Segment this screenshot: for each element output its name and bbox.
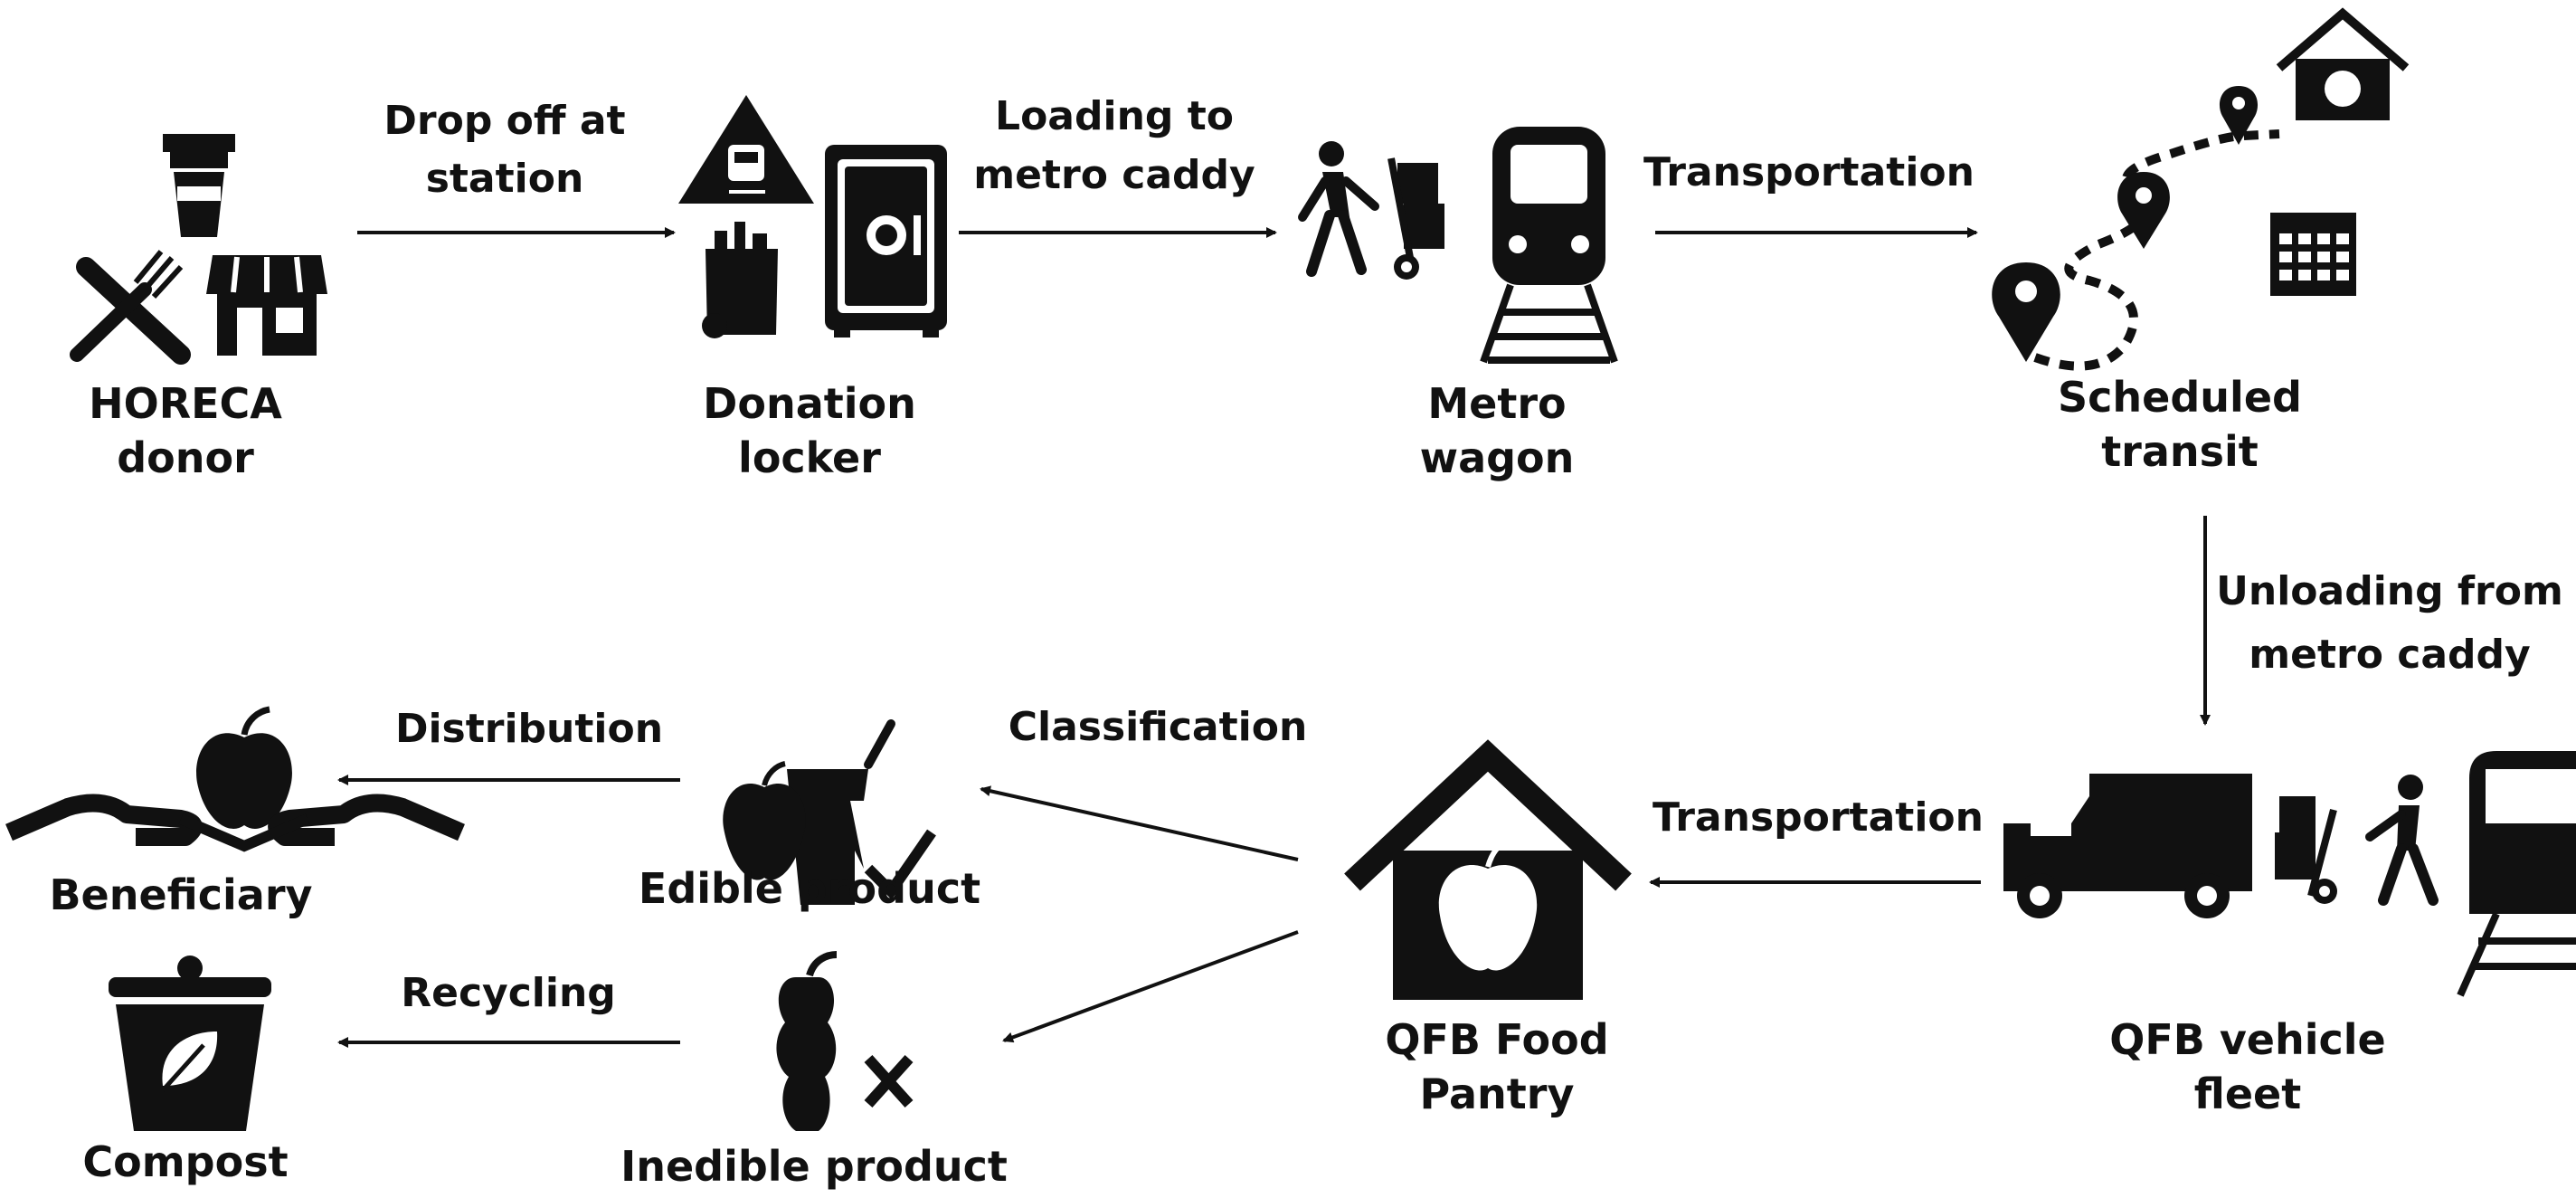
food-pantry-small-icon bbox=[2276, 7, 2410, 120]
transport2-label: Transportation bbox=[1653, 794, 1984, 841]
coffee-cup-icon bbox=[163, 134, 235, 237]
shop-icon bbox=[206, 255, 327, 356]
grocery-bag-icon bbox=[702, 222, 778, 338]
scheduled-transit-icon bbox=[1992, 7, 2410, 371]
edible-product-icon bbox=[723, 719, 936, 905]
transit-label-line2: transit bbox=[2101, 427, 2259, 476]
food-pantry-icon bbox=[1344, 739, 1632, 1000]
map-pin-icon bbox=[2117, 172, 2170, 249]
map-pin-icon bbox=[1992, 262, 2060, 362]
hand-truck-icon bbox=[2275, 796, 2337, 904]
recycling-label: Recycling bbox=[401, 970, 616, 1016]
pantry-label-line1: QFB Food bbox=[1385, 1015, 1608, 1064]
dropoff-label-line2: station bbox=[426, 156, 584, 202]
transport1-label: Transportation bbox=[1643, 149, 1975, 195]
classification-label: Classification bbox=[1009, 704, 1308, 750]
loading-label-line2: metro caddy bbox=[973, 152, 1255, 198]
horeca-label-line1: HORECA bbox=[89, 379, 282, 428]
edible-label: Edible product bbox=[639, 864, 980, 913]
horeca-icon bbox=[70, 134, 327, 365]
leaf-icon bbox=[161, 1032, 218, 1092]
dropoff-label-line1: Drop off at bbox=[384, 98, 625, 144]
arrow-pantry-to-inedible bbox=[1002, 930, 1299, 1043]
fleet-label-line1: QFB vehicle bbox=[2109, 1015, 2386, 1064]
metro-wagon-icon bbox=[1298, 127, 1618, 364]
train-partial-icon bbox=[2457, 751, 2576, 997]
locker-label-line1: Donation bbox=[703, 379, 916, 428]
inedible-product-icon bbox=[776, 951, 914, 1131]
train-icon bbox=[1480, 127, 1618, 364]
hand-truck-icon bbox=[1387, 157, 1444, 280]
transit-label-line1: Scheduled bbox=[2058, 373, 2302, 422]
walking-person-icon bbox=[1298, 141, 1379, 277]
flow-arrows bbox=[337, 227, 2211, 1048]
horeca-label-line2: donor bbox=[117, 433, 254, 482]
calendar-icon bbox=[2270, 213, 2356, 296]
wagon-label-line2: wagon bbox=[1420, 433, 1575, 482]
walking-person-icon bbox=[2365, 775, 2439, 906]
unloading-label-line2: metro caddy bbox=[2249, 632, 2530, 678]
loading-label-line1: Loading to bbox=[995, 93, 1234, 139]
fleet-label-line2: fleet bbox=[2194, 1070, 2301, 1118]
compost-bin-icon bbox=[109, 956, 271, 1131]
beneficiary-label: Beneficiary bbox=[49, 870, 312, 919]
safe-icon bbox=[825, 145, 947, 338]
truck-icon bbox=[2003, 774, 2252, 918]
vehicle-fleet-icon bbox=[2003, 751, 2576, 997]
arrow-pantry-to-edible bbox=[980, 785, 1299, 861]
apple-icon bbox=[196, 706, 292, 829]
apple-icon bbox=[723, 761, 806, 880]
donation-locker-icon bbox=[678, 95, 947, 338]
fork-knife-icon bbox=[70, 250, 191, 365]
inedible-label: Inedible product bbox=[620, 1142, 1008, 1191]
unloading-label-line1: Unloading from bbox=[2216, 568, 2563, 614]
beneficiary-icon bbox=[5, 706, 465, 852]
metro-warning-icon bbox=[678, 95, 814, 204]
wagon-label-line1: Metro bbox=[1427, 379, 1566, 428]
pantry-label-line2: Pantry bbox=[1420, 1070, 1575, 1118]
open-hands-icon bbox=[5, 794, 465, 852]
map-pin-icon bbox=[2219, 86, 2259, 145]
locker-label-line2: locker bbox=[738, 433, 881, 482]
distribution-label: Distribution bbox=[395, 706, 663, 752]
compost-label: Compost bbox=[82, 1137, 288, 1186]
